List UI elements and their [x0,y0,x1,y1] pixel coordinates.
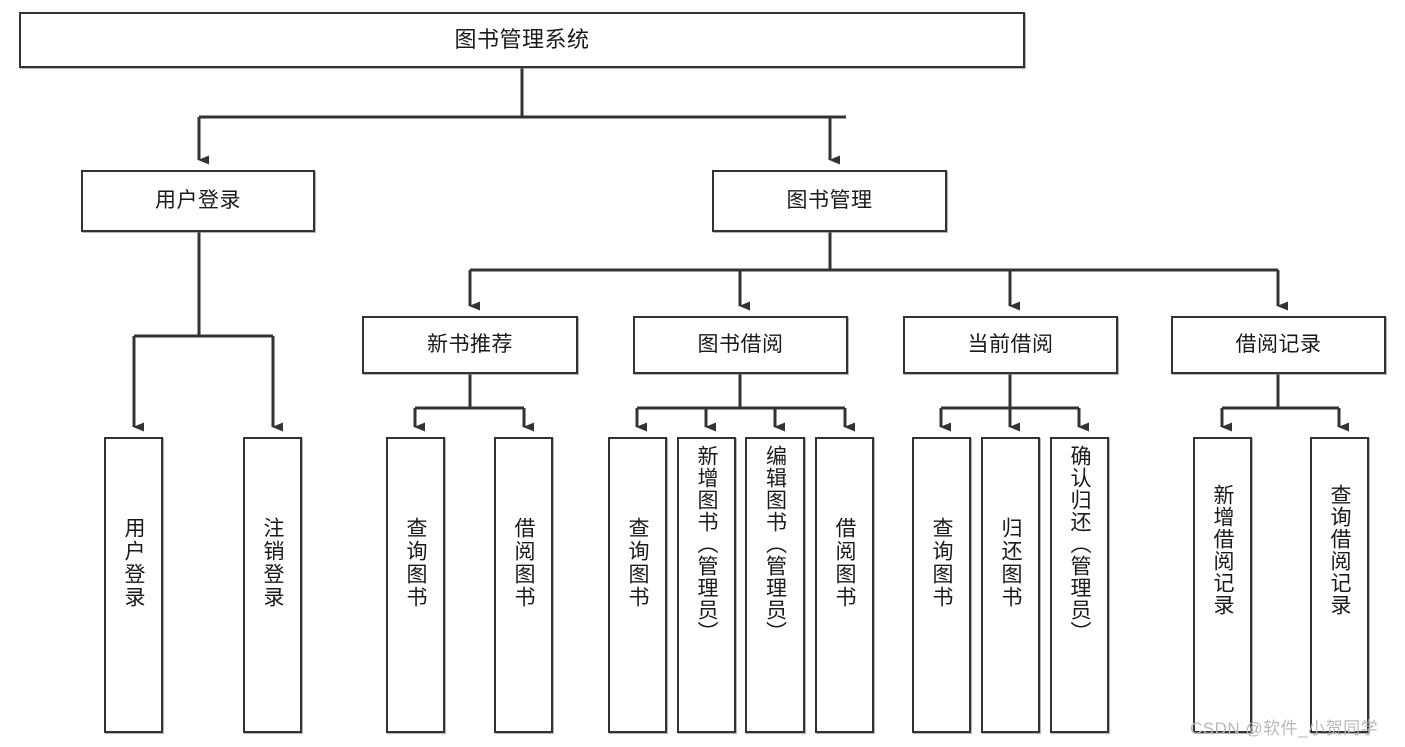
node-label: 图书借阅 [697,332,784,356]
node-label: 借阅记录 [1235,332,1322,356]
node-label: 图书管理系统 [454,27,590,53]
node-leaf-user-login[interactable]: 用户登录 [104,437,163,733]
node-label: 当前借阅 [967,332,1054,356]
node-label: 查询借阅记录 [1328,484,1351,616]
node-leaf-query-book-borrow[interactable]: 查询图书 [608,437,667,733]
node-label: 确认归还（管理员） [1068,445,1091,643]
node-leaf-borrow-book[interactable]: 借阅图书 [815,437,874,733]
node-book-borrow[interactable]: 图书借阅 [633,316,848,374]
node-root-book-management-system[interactable]: 图书管理系统 [19,12,1025,68]
node-current-borrow[interactable]: 当前借阅 [903,316,1118,374]
node-label: 归还图书 [999,517,1022,609]
node-leaf-query-borrow-record[interactable]: 查询借阅记录 [1310,437,1369,733]
node-label: 编辑图书（管理员） [763,445,787,643]
node-leaf-return-book[interactable]: 归还图书 [981,437,1040,733]
node-label: 借阅图书 [512,517,535,609]
node-book-management[interactable]: 图书管理 [712,170,947,232]
node-label: 用户登录 [155,188,241,212]
node-new-book-recommend[interactable]: 新书推荐 [362,316,578,374]
node-leaf-query-book-recommend[interactable]: 查询图书 [386,437,445,733]
node-leaf-query-book-current[interactable]: 查询图书 [912,437,971,733]
node-label: 新书推荐 [427,332,513,356]
csdn-watermark: CSDN @软件_小贺同学 [1190,719,1379,738]
node-leaf-add-book[interactable]: 新增图书（管理员） [677,437,736,733]
node-label: 新增图书（管理员） [695,445,718,643]
node-label: 查询图书 [626,517,649,609]
node-user-login[interactable]: 用户登录 [81,170,315,232]
node-leaf-edit-book[interactable]: 编辑图书（管理员） [745,437,805,733]
node-leaf-borrow-book-recommend[interactable]: 借阅图书 [494,437,553,733]
node-leaf-confirm-return[interactable]: 确认归还（管理员） [1050,437,1109,733]
node-label: 查询图书 [930,517,953,609]
node-label: 图书管理 [786,188,873,212]
node-label: 注销登录 [261,517,284,609]
node-label: 查询图书 [404,517,427,609]
node-borrow-record[interactable]: 借阅记录 [1171,316,1386,374]
node-label: 用户登录 [122,517,145,609]
node-leaf-add-borrow-record[interactable]: 新增借阅记录 [1193,437,1252,733]
node-leaf-logout-login[interactable]: 注销登录 [243,437,302,733]
node-label: 新增借阅记录 [1211,484,1234,616]
node-label: 借阅图书 [833,517,856,609]
